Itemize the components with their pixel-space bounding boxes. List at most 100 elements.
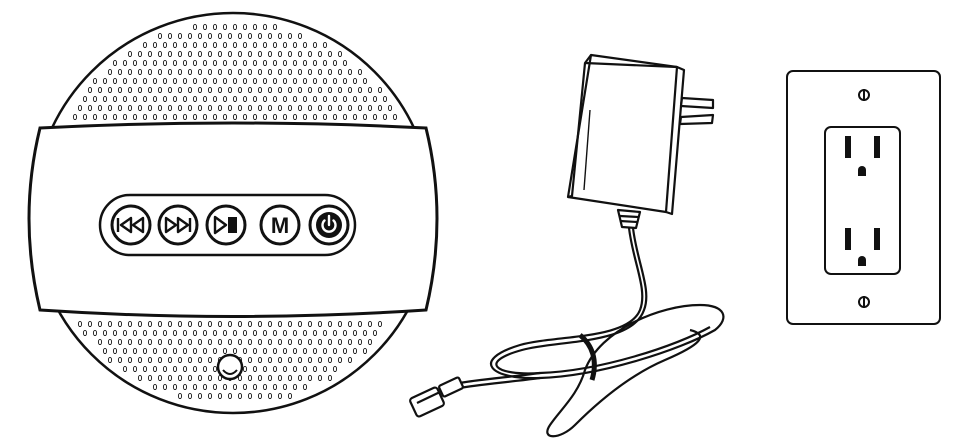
grille-hole — [232, 329, 238, 337]
grille-hole — [207, 356, 213, 364]
grille-hole — [222, 347, 228, 355]
play-pause-button[interactable] — [205, 204, 247, 246]
grille-hole — [287, 50, 293, 58]
grille-hole — [157, 320, 163, 328]
grille-hole — [142, 95, 148, 103]
grille-hole — [287, 392, 293, 400]
grille-hole — [312, 113, 318, 121]
grille-hole — [167, 104, 173, 112]
grille-hole — [307, 68, 313, 76]
grille-hole — [327, 68, 333, 76]
grille-hole — [227, 50, 233, 58]
grille-hole — [162, 329, 168, 337]
grille-hole — [142, 329, 148, 337]
grille-hole — [322, 113, 328, 121]
grille-hole — [152, 41, 158, 49]
grille-hole — [197, 374, 203, 382]
grille-hole — [257, 374, 263, 382]
grille-hole — [377, 86, 383, 94]
grille-hole — [167, 32, 173, 40]
grille-hole — [372, 329, 378, 337]
grille-hole — [227, 104, 233, 112]
grille-hole — [277, 392, 283, 400]
grille-hole — [217, 68, 223, 76]
grille-hole — [172, 365, 178, 373]
grille-hole — [327, 50, 333, 58]
grille-hole — [327, 374, 333, 382]
grille-hole — [207, 338, 213, 346]
grille-hole — [267, 86, 273, 94]
grille-hole — [282, 77, 288, 85]
grille-hole — [297, 68, 303, 76]
grille-hole — [252, 41, 258, 49]
grille-hole — [252, 365, 258, 373]
grille-hole — [107, 68, 113, 76]
grille-hole — [127, 86, 133, 94]
grille-hole — [182, 59, 188, 67]
grille-hole — [292, 41, 298, 49]
grille-hole — [187, 392, 193, 400]
grille-hole — [222, 77, 228, 85]
grille-hole — [147, 338, 153, 346]
grille-hole — [327, 104, 333, 112]
grille-hole — [222, 383, 228, 391]
grille-hole — [212, 329, 218, 337]
grille-hole — [382, 113, 388, 121]
grille-hole — [267, 32, 273, 40]
grille-hole — [392, 113, 398, 121]
grille-hole — [177, 392, 183, 400]
grille-hole — [102, 347, 108, 355]
grille-hole — [177, 50, 183, 58]
grille-hole — [337, 356, 343, 364]
next-track-button[interactable] — [157, 204, 199, 246]
grille-hole — [317, 50, 323, 58]
grille-hole — [162, 95, 168, 103]
grille-hole — [292, 95, 298, 103]
grille-hole — [112, 95, 118, 103]
grille-hole — [222, 23, 228, 31]
grille-hole — [247, 374, 253, 382]
power-button[interactable] — [308, 204, 350, 246]
grille-hole — [242, 329, 248, 337]
power-cable — [489, 227, 725, 438]
grille-hole — [232, 77, 238, 85]
grille-hole — [147, 50, 153, 58]
grille-hole — [202, 383, 208, 391]
grille-hole — [287, 32, 293, 40]
grille-hole — [132, 113, 138, 121]
grille-hole — [197, 356, 203, 364]
grille-hole — [342, 77, 348, 85]
grille-hole — [342, 329, 348, 337]
grille-hole — [217, 50, 223, 58]
grille-hole — [127, 68, 133, 76]
grille-hole — [87, 86, 93, 94]
grille-hole — [197, 320, 203, 328]
previous-track-button[interactable] — [110, 204, 152, 246]
grille-hole — [107, 356, 113, 364]
grille-hole — [182, 383, 188, 391]
speaker-grille — [72, 23, 398, 400]
grille-hole — [142, 113, 148, 121]
grille-hole — [92, 329, 98, 337]
grille-hole — [277, 356, 283, 364]
grille-hole — [102, 77, 108, 85]
grille-hole — [167, 86, 173, 94]
grille-hole — [82, 113, 88, 121]
grille-hole — [262, 347, 268, 355]
grille-hole — [262, 383, 268, 391]
grille-hole — [132, 59, 138, 67]
grille-hole — [317, 68, 323, 76]
grille-hole — [277, 32, 283, 40]
grille-hole — [92, 95, 98, 103]
grille-hole — [207, 320, 213, 328]
grille-hole — [307, 86, 313, 94]
grille-hole — [112, 347, 118, 355]
grille-hole — [72, 113, 78, 121]
grille-hole — [152, 383, 158, 391]
mode-button[interactable]: M — [259, 204, 301, 246]
grille-hole — [207, 68, 213, 76]
grille-hole — [202, 347, 208, 355]
grille-hole — [227, 68, 233, 76]
grille-hole — [152, 329, 158, 337]
grille-hole — [307, 356, 313, 364]
